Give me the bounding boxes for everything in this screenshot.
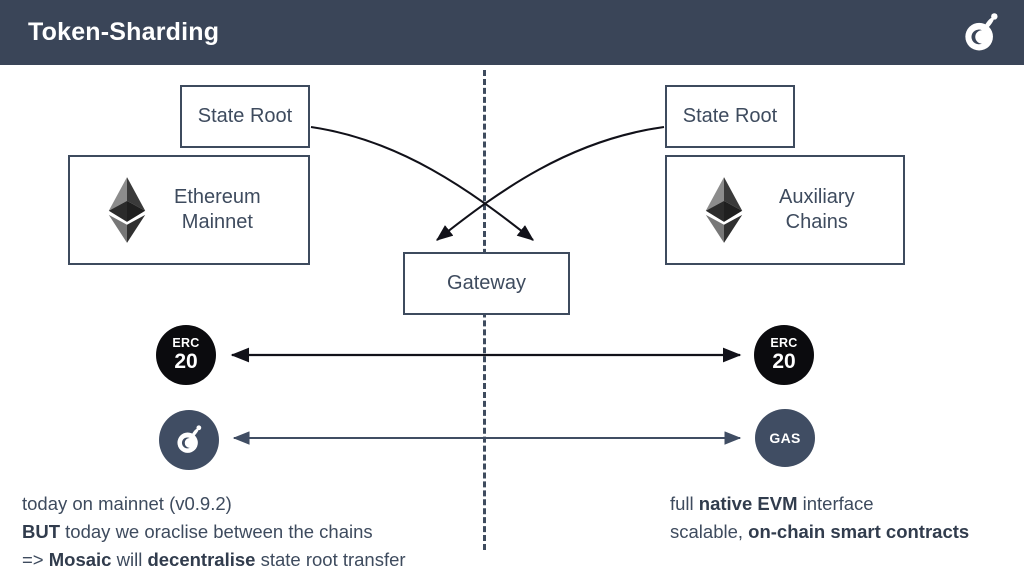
note-left-line-2: BUT today we oraclise between the chains xyxy=(22,518,406,546)
slide-header: Token-Sharding xyxy=(0,0,1024,65)
erc20-label-bottom-right: 20 xyxy=(772,349,796,373)
note-left-line3-mid: will xyxy=(111,548,148,570)
note-right-line-2: scalable, on-chain smart contracts xyxy=(670,518,969,546)
state-root-label-right: State Root xyxy=(682,105,778,127)
note-left-line3-suffix: state root transfer xyxy=(255,548,406,570)
curve-right-state-root-to-gateway xyxy=(436,125,665,241)
note-left-line1-text: today on mainnet (v0.9.2) xyxy=(22,493,232,514)
gateway-label: Gateway xyxy=(447,272,526,294)
note-left-line3-prefix: => xyxy=(22,548,49,570)
note-left-line2-bold: BUT xyxy=(22,520,61,542)
note-right-line2-bold: on-chain smart contracts xyxy=(748,520,970,542)
ost-logo-icon xyxy=(958,10,1004,56)
erc20-token-left[interactable]: ERC 20 xyxy=(156,325,216,385)
ost-token-left[interactable] xyxy=(159,410,219,470)
state-root-box-right[interactable]: State Root xyxy=(665,85,795,148)
gas-label: GAS xyxy=(769,430,801,446)
note-left-line3-bold-mosaic: Mosaic xyxy=(48,548,112,570)
auxiliary-chains-label: Auxiliary Chains xyxy=(779,186,855,233)
note-left-line-1: today on mainnet (v0.9.2) xyxy=(22,490,406,518)
note-right-line-1: full native EVM interface xyxy=(670,490,969,518)
erc20-label-top-left: ERC xyxy=(172,336,200,351)
ethereum-mainnet-box[interactable]: Ethereum Mainnet xyxy=(68,155,310,265)
gateway-box[interactable]: Gateway xyxy=(403,252,570,315)
state-root-box-left[interactable]: State Root xyxy=(180,85,310,148)
ethereum-diamond-icon xyxy=(106,173,148,247)
note-right-line1-prefix: full xyxy=(670,493,699,514)
note-left: today on mainnet (v0.9.2) BUT today we o… xyxy=(22,490,406,573)
erc20-label-top-right: ERC xyxy=(770,336,798,351)
ethereum-mainnet-label: Ethereum Mainnet xyxy=(174,186,261,233)
erc20-label-bottom-left: 20 xyxy=(174,349,198,373)
note-left-line-3: => Mosaic will decentralise state root t… xyxy=(22,546,406,574)
auxiliary-chains-box[interactable]: Auxiliary Chains xyxy=(665,155,905,265)
gas-token-right[interactable]: GAS xyxy=(755,409,815,467)
page-title: Token-Sharding xyxy=(28,18,220,46)
erc20-token-right[interactable]: ERC 20 xyxy=(754,325,814,385)
ost-logo-icon xyxy=(172,423,206,457)
note-right: full native EVM interface scalable, on-c… xyxy=(670,490,969,546)
note-right-line1-bold: native EVM xyxy=(698,493,798,514)
note-left-line2-text: today we oraclise between the chains xyxy=(60,520,373,542)
note-right-line1-suffix: interface xyxy=(797,493,874,514)
ethereum-diamond-icon xyxy=(703,173,745,247)
note-left-line3-bold-decentralise: decentralise xyxy=(147,548,256,570)
curve-left-state-root-to-gateway xyxy=(310,125,534,241)
note-right-line2-prefix: scalable, xyxy=(670,520,749,542)
state-root-label-left: State Root xyxy=(197,105,293,127)
